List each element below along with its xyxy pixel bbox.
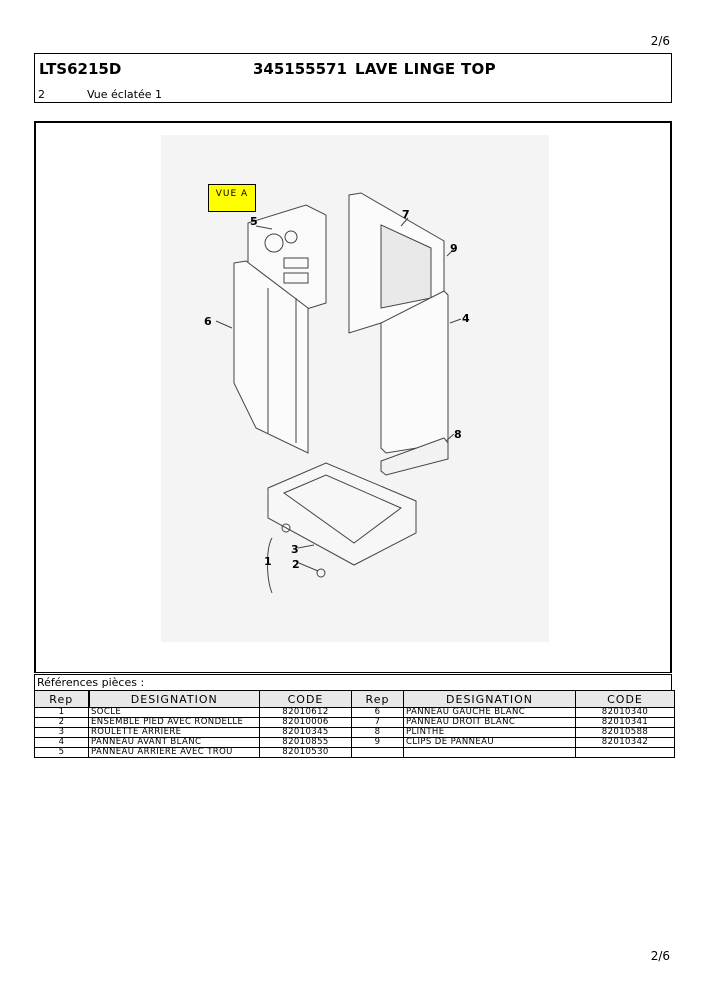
- rep-cell: [351, 747, 404, 758]
- designation-cell: ROULETTE ARRIERE: [88, 727, 260, 738]
- designation-cell: SOCLE: [88, 707, 260, 718]
- exploded-drawing: 5 7 9 6 4 8 3 1 2: [204, 192, 470, 594]
- code-cell: 82010530: [259, 747, 352, 758]
- product-name: LAVE LINGE TOP: [355, 60, 496, 78]
- table-row: 1 SOCLE 82010612 6 PANNEAU GAUCHE BLANC …: [34, 707, 675, 718]
- rep-cell: 6: [351, 707, 404, 718]
- designation-cell: PANNEAU GAUCHE BLANC: [403, 707, 576, 718]
- code-cell: 82010345: [259, 727, 352, 738]
- col-code-2: CODE: [575, 690, 675, 708]
- rep-cell: 1: [34, 707, 89, 718]
- designation-cell: PANNEAU DROIT BLANC: [403, 717, 576, 728]
- designation-cell: [403, 747, 576, 758]
- designation-cell: PLINTHE: [403, 727, 576, 738]
- page-number-bottom: 2/6: [650, 949, 670, 963]
- page-number-top: 2/6: [650, 34, 670, 48]
- table-row: 5 PANNEAU ARRIERE AVEC TROU 82010530: [34, 747, 675, 758]
- parts-reference: Références pièces : Rep DESIGNATION CODE…: [34, 674, 675, 758]
- callout-6: 6: [204, 315, 212, 328]
- callout-4: 4: [462, 312, 470, 325]
- code-cell: 82010588: [575, 727, 675, 738]
- code-cell: 82010340: [575, 707, 675, 718]
- designation-cell: PANNEAU AVANT BLANC: [88, 737, 260, 748]
- callout-7: 7: [402, 208, 410, 221]
- code-cell: 82010341: [575, 717, 675, 728]
- section-title: Vue éclatée 1: [87, 88, 162, 101]
- callout-1: 1: [264, 555, 272, 568]
- callout-5: 5: [250, 215, 258, 228]
- references-title: Références pièces :: [34, 674, 672, 690]
- code-cell: 82010342: [575, 737, 675, 748]
- model-reference: LTS6215D: [39, 60, 122, 78]
- designation-cell: ENSEMBLE PIED AVEC RONDELLE: [88, 717, 260, 728]
- code-cell: 82010612: [259, 707, 352, 718]
- col-rep: Rep: [34, 690, 89, 708]
- callout-2: 2: [292, 558, 300, 571]
- view-a-label: VUE A: [208, 184, 256, 212]
- col-designation: DESIGNATION: [87, 690, 260, 708]
- col-code: CODE: [259, 690, 352, 708]
- section-number: 2: [38, 88, 45, 101]
- rep-cell: 9: [351, 737, 404, 748]
- parts-table: Rep DESIGNATION CODE Rep DESIGNATION COD…: [34, 690, 675, 758]
- callout-9: 9: [450, 242, 458, 255]
- callout-3: 3: [291, 543, 299, 556]
- rep-cell: 7: [351, 717, 404, 728]
- rep-cell: 3: [34, 727, 89, 738]
- table-row: 2 ENSEMBLE PIED AVEC RONDELLE 82010006 7…: [34, 717, 675, 728]
- designation-cell: CLIPS DE PANNEAU: [403, 737, 576, 748]
- product-code: 345155571: [253, 60, 347, 78]
- code-cell: [575, 747, 675, 758]
- rep-cell: 2: [34, 717, 89, 728]
- table-header-row: Rep DESIGNATION CODE Rep DESIGNATION COD…: [34, 690, 675, 708]
- document-header: LTS6215D 345155571 LAVE LINGE TOP 2 Vue …: [34, 53, 672, 103]
- col-rep-2: Rep: [351, 690, 404, 708]
- designation-cell: PANNEAU ARRIERE AVEC TROU: [88, 747, 260, 758]
- table-row: 4 PANNEAU AVANT BLANC 82010855 9 CLIPS D…: [34, 737, 675, 748]
- rep-cell: 4: [34, 737, 89, 748]
- rep-cell: 8: [351, 727, 404, 738]
- exploded-view-figure: VUE A: [34, 121, 672, 673]
- code-cell: 82010855: [259, 737, 352, 748]
- callout-8: 8: [454, 428, 462, 441]
- col-designation-2: DESIGNATION: [403, 690, 576, 708]
- code-cell: 82010006: [259, 717, 352, 728]
- rep-cell: 5: [34, 747, 89, 758]
- table-row: 3 ROULETTE ARRIERE 82010345 8 PLINTHE 82…: [34, 727, 675, 738]
